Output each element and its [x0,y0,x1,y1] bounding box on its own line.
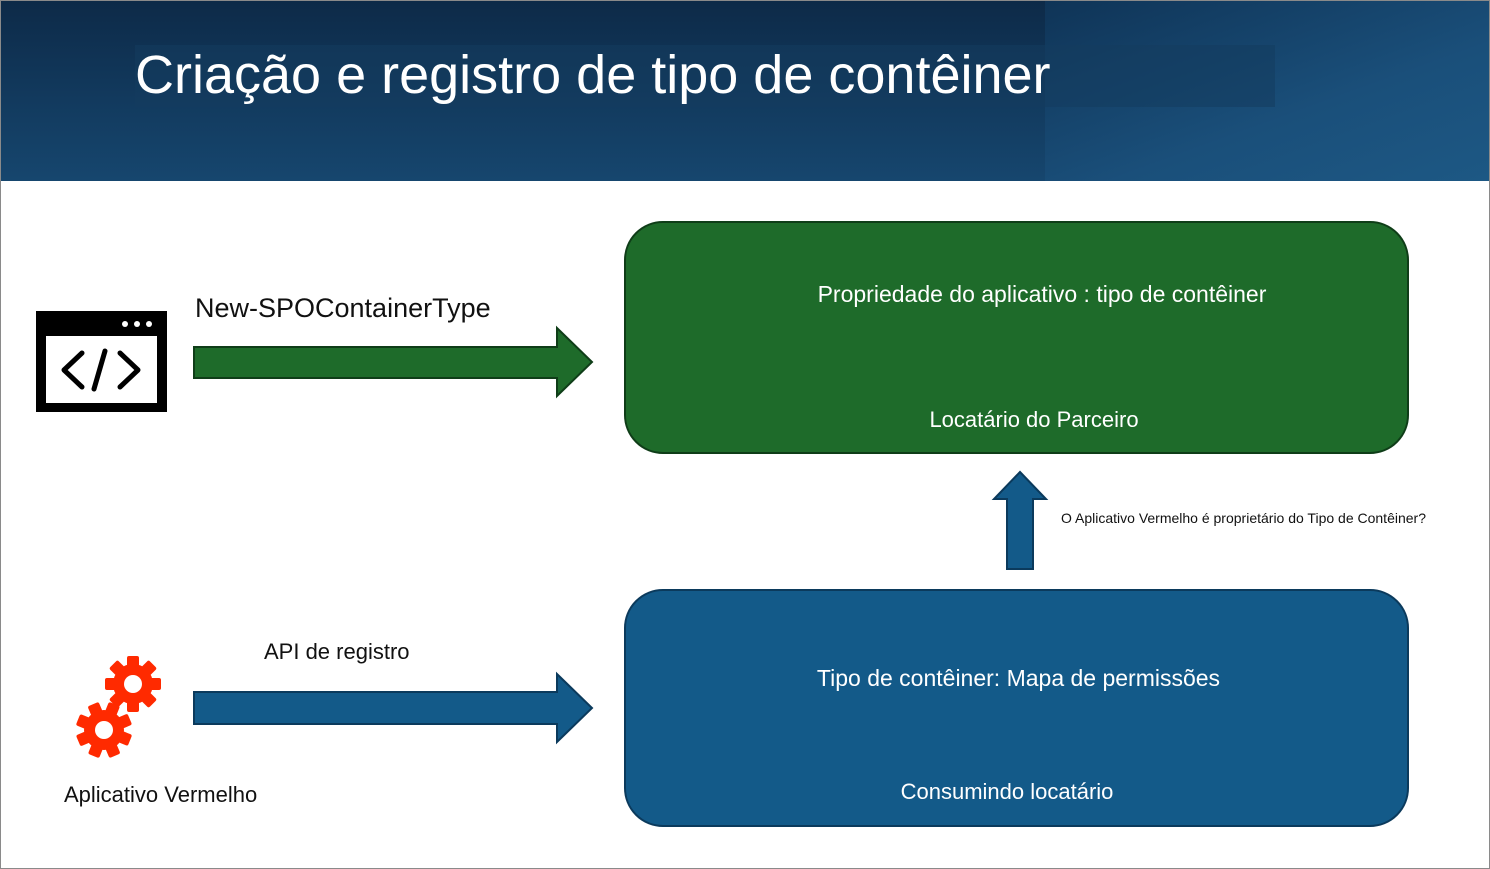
app-label: Aplicativo Vermelho [64,782,258,807]
green-box [624,221,1409,454]
up-arrow [991,470,1049,570]
blue-box-subtitle: Consumindo locatário [900,779,1114,804]
blue-box [624,589,1409,827]
gears-icon [76,656,161,758]
blue-box-title: Tipo de contêiner: Mapa de permissões [816,665,1221,691]
top-arrow-label: New-SPOContainerType [195,293,491,323]
green-arrow [193,325,594,399]
blue-arrow [193,671,594,745]
slide-header [1,1,1489,181]
slide-title: Criação e registro de tipo de contêiner [135,45,1051,105]
green-box-title: Propriedade do aplicativo : tipo de cont… [817,281,1267,307]
green-box-subtitle: Locatário do Parceiro [929,407,1139,432]
ownership-question: O Aplicativo Vermelho é proprietário do … [1061,510,1426,526]
code-window-icon [36,311,167,412]
bottom-arrow-label: API de registro [264,639,410,664]
title-band [135,45,1275,107]
